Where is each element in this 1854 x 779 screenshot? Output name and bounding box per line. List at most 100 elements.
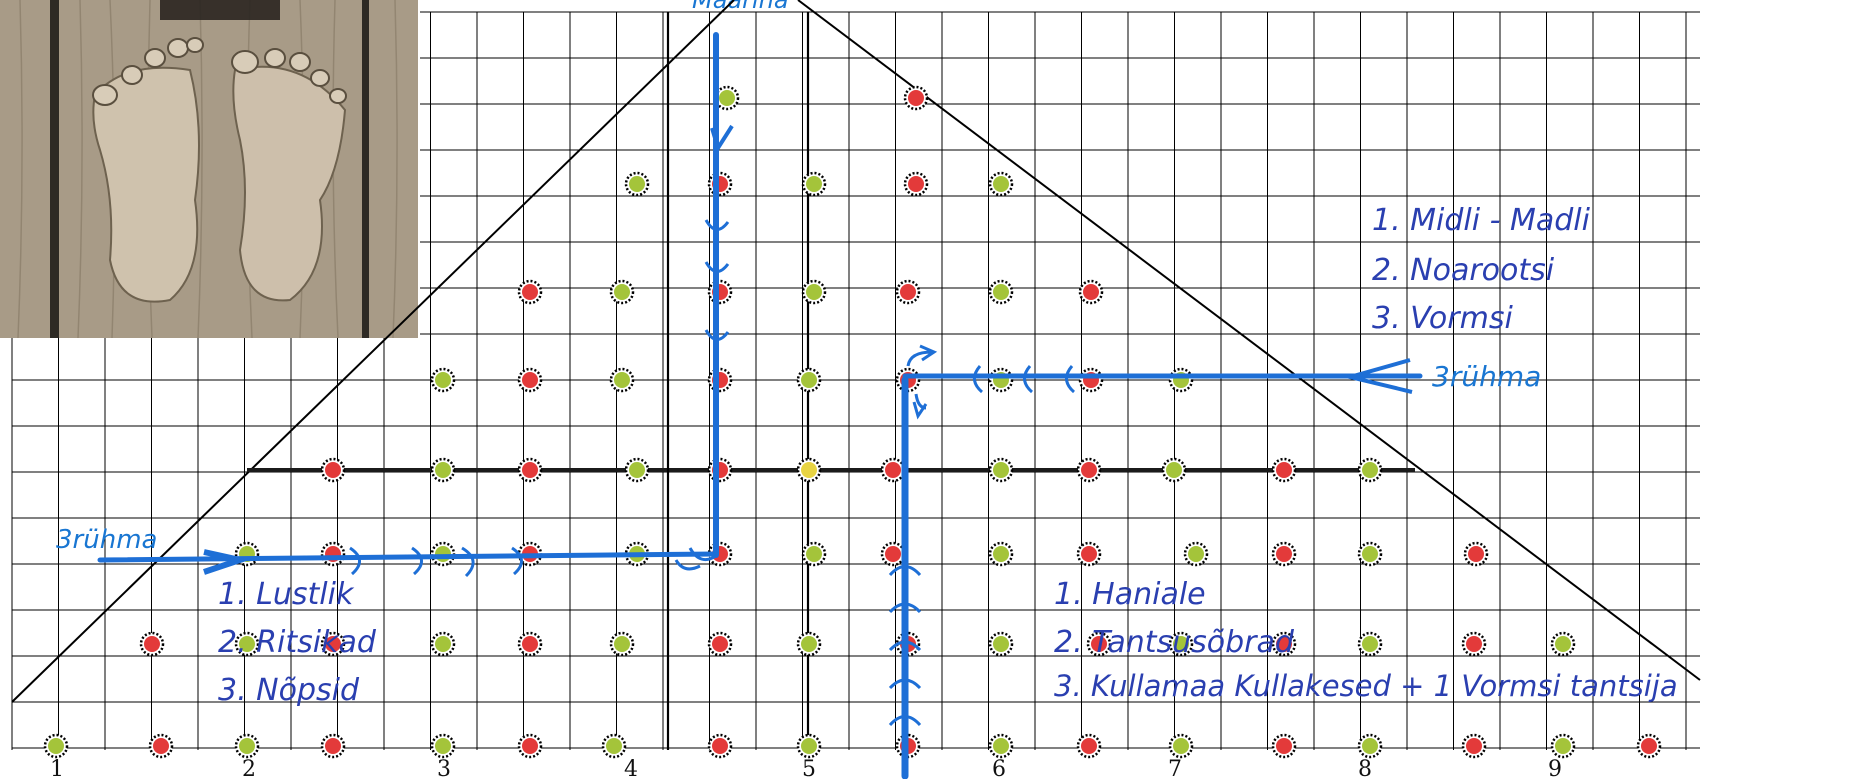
bare-feet-photo-drawing xyxy=(0,0,418,338)
dancer-green xyxy=(239,636,255,652)
dancer-green xyxy=(993,462,1009,478)
curl-mark xyxy=(710,124,734,153)
dancer-red xyxy=(1091,636,1107,652)
curl-mark xyxy=(411,546,423,576)
group-list-bottom-right: 1. Haniale 2. Tantsusõbrad 3. Kullamaa K… xyxy=(1054,577,1678,703)
stage-right-diagonal xyxy=(797,0,1701,681)
dancer-yellow xyxy=(801,462,817,478)
top-label: Maarina xyxy=(692,0,789,14)
dancer-green xyxy=(801,738,817,754)
dancer-green xyxy=(719,90,735,106)
axis-label-5: 5 xyxy=(802,757,816,779)
curl-mark xyxy=(888,715,922,727)
dancer-green xyxy=(1555,636,1571,652)
dancer-red xyxy=(908,176,924,192)
dancer-red xyxy=(1081,546,1097,562)
axis-label-2: 2 xyxy=(242,757,256,779)
curl-mark xyxy=(1023,365,1034,394)
curl-mark xyxy=(461,546,475,578)
dancer-green xyxy=(1555,738,1571,754)
axis-label-1: 1 xyxy=(50,757,64,779)
dancer-red xyxy=(1641,738,1657,754)
axis-label-6: 6 xyxy=(992,757,1006,779)
dancer-green xyxy=(993,546,1009,562)
dancer-red xyxy=(1466,738,1482,754)
dancer-green xyxy=(435,738,451,754)
group-list-bottom-left: 1. Lustlik 2. Ritsikad 3. Nõpsid xyxy=(218,577,377,708)
dancer-red xyxy=(1276,462,1292,478)
route-bottom-left xyxy=(97,551,719,563)
dancer-red xyxy=(144,636,160,652)
curl-mark xyxy=(888,565,922,577)
dancer-green xyxy=(606,738,622,754)
dancer-red xyxy=(1276,738,1292,754)
dancer-green xyxy=(1173,738,1189,754)
route-arrowhead xyxy=(203,549,252,575)
dancer-green xyxy=(1362,636,1378,652)
dancer-green xyxy=(806,176,822,192)
axis-labels: 1 2 3 4 5 6 7 8 9 xyxy=(50,757,1562,779)
curl-mark xyxy=(349,546,361,576)
dancer-green xyxy=(1362,546,1378,562)
curl-mark xyxy=(888,678,922,690)
curl-mark xyxy=(704,261,730,273)
dancer-green xyxy=(614,372,630,388)
dancer-green xyxy=(629,176,645,192)
dancer-green xyxy=(806,546,822,562)
entry-label-right: 3rühma xyxy=(1432,360,1541,393)
dancer-green xyxy=(801,372,817,388)
dancer-red xyxy=(522,372,538,388)
group-top-right-2: 2. Noarootsi xyxy=(1372,253,1555,288)
dancer-red xyxy=(1276,546,1292,562)
dancer-green xyxy=(993,176,1009,192)
dancer-red xyxy=(712,738,728,754)
curl-mark xyxy=(906,344,938,367)
group-bottom-left-3: 3. Nõpsid xyxy=(218,673,360,708)
dancer-red xyxy=(1081,462,1097,478)
dancer-red xyxy=(522,284,538,300)
dancer-red xyxy=(885,546,901,562)
entry-label-left: 3rühma xyxy=(56,525,157,555)
dancer-red xyxy=(900,284,916,300)
curl-mark xyxy=(973,365,984,394)
group-bottom-left-2: 2. Ritsikad xyxy=(218,625,377,660)
curl-mark xyxy=(888,640,922,652)
dancer-green xyxy=(801,636,817,652)
dancer-green xyxy=(48,738,64,754)
curl-mark xyxy=(1065,365,1076,394)
dancer-green xyxy=(435,372,451,388)
dancer-red xyxy=(908,90,924,106)
group-list-top-right: 1. Midli - Madli 2. Noarootsi 3. Vormsi xyxy=(1372,203,1591,336)
curl-mark xyxy=(674,547,717,571)
dancer-red xyxy=(325,636,341,652)
dancer-green xyxy=(993,738,1009,754)
dancer-red xyxy=(1466,636,1482,652)
dancer-red xyxy=(1468,546,1484,562)
dancer-green xyxy=(614,636,630,652)
dancer-red xyxy=(712,636,728,652)
dancer-red xyxy=(522,738,538,754)
dancer-red xyxy=(1276,636,1292,652)
group-bottom-right-3: 3. Kullamaa Kullakesed + 1 Vormsi tantsi… xyxy=(1054,669,1678,703)
dancer-green xyxy=(435,636,451,652)
dancer-red xyxy=(325,462,341,478)
dancer-red xyxy=(325,738,341,754)
route-arrowhead xyxy=(1342,358,1413,394)
dancer-green xyxy=(1166,462,1182,478)
axis-label-8: 8 xyxy=(1358,757,1372,779)
group-bottom-right-1: 1. Haniale xyxy=(1054,577,1206,612)
group-bottom-left-1: 1. Lustlik xyxy=(218,577,355,612)
curl-mark xyxy=(912,393,928,420)
dancer-red xyxy=(522,462,538,478)
route-paths xyxy=(97,32,1423,779)
dancer-green xyxy=(1173,636,1189,652)
axis-label-4: 4 xyxy=(624,757,638,779)
group-bottom-right-2: 2. Tantsusõbrad xyxy=(1054,625,1295,660)
dancer-green xyxy=(614,284,630,300)
group-top-right-1: 1. Midli - Madli xyxy=(1372,203,1591,238)
axis-label-3: 3 xyxy=(437,757,451,779)
dancer-red xyxy=(522,636,538,652)
curl-mark xyxy=(511,546,523,576)
